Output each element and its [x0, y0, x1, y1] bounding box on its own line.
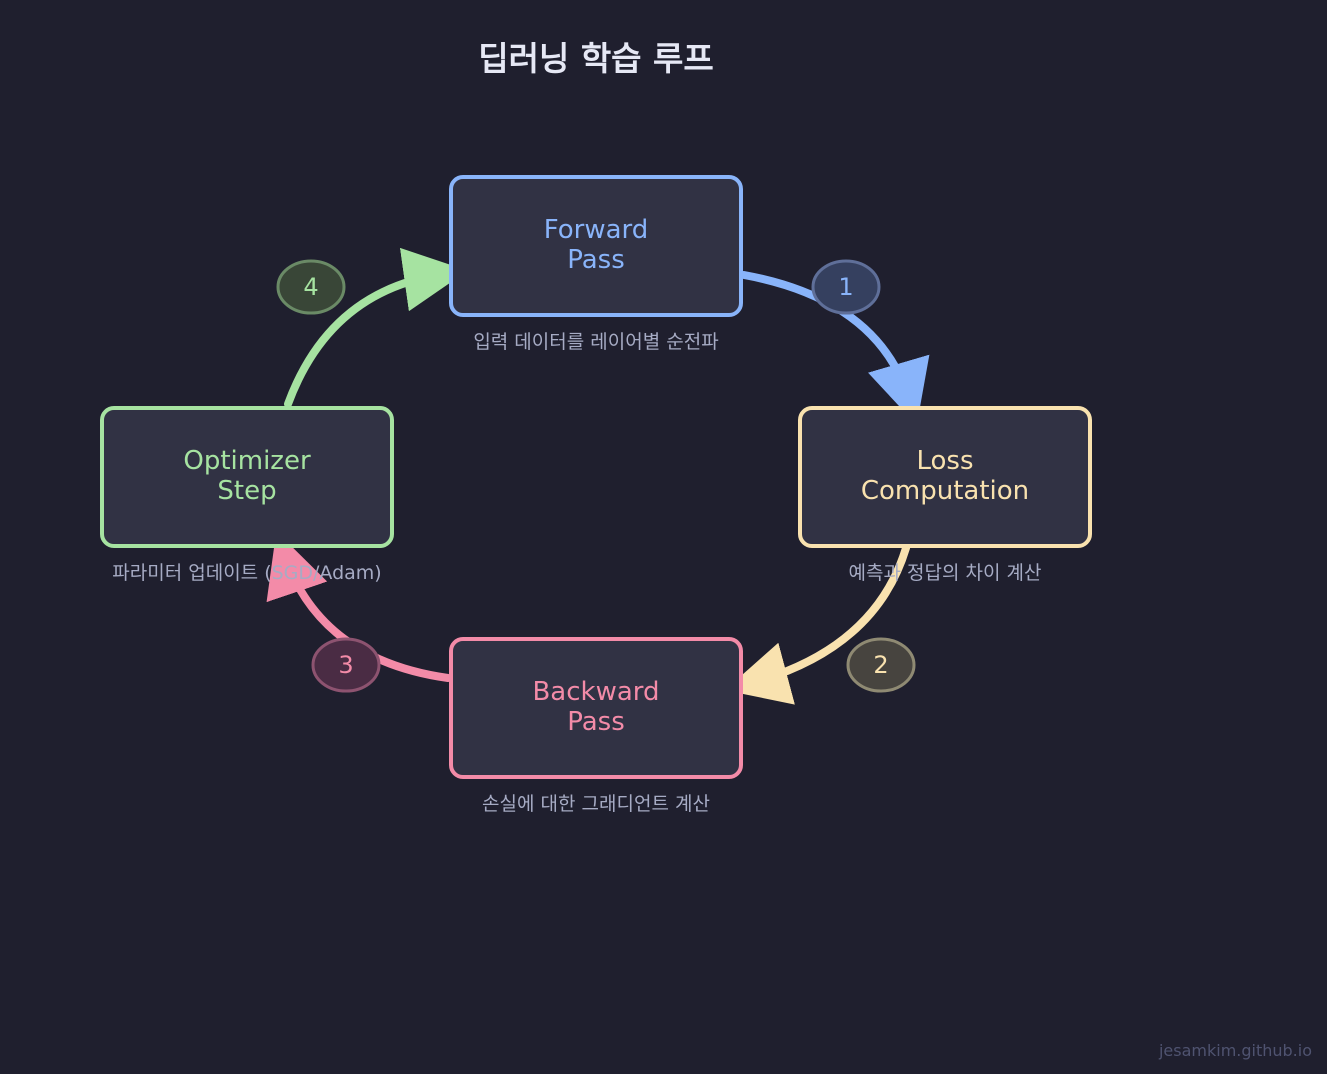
- node-forward-label-line1: Forward: [544, 215, 649, 245]
- arrow-optimizer-to-forward: [284, 247, 468, 408]
- node-loss-label-line1: Loss: [916, 446, 973, 476]
- arrow-forward-to-loss: [740, 271, 930, 426]
- node-optimizer-label-line1: Optimizer: [183, 446, 311, 476]
- node-loss-description: 예측과 정답의 차이 계산: [849, 562, 1042, 584]
- node-optimizer-description: 파라미터 업데이트 (SGD/Adam): [112, 562, 381, 584]
- node-forward-label-line2: Pass: [567, 245, 625, 275]
- node-optimizer-label-line2: Step: [217, 476, 276, 506]
- node-loss-label-line2: Computation: [861, 476, 1029, 506]
- node-forward-description: 입력 데이터를 레이어별 순전파: [473, 331, 718, 353]
- node-backward-description: 손실에 대한 그래디언트 계산: [482, 793, 710, 815]
- node-loss-computation: Loss Computation: [798, 406, 1092, 548]
- step-badge-2-number: 2: [873, 651, 888, 679]
- step-badge-3: 3: [311, 637, 381, 693]
- node-backward-pass: Backward Pass: [449, 637, 743, 779]
- step-badge-4-number: 4: [303, 273, 318, 301]
- step-badge-1-number: 1: [838, 273, 853, 301]
- node-forward-pass: Forward Pass: [449, 175, 743, 317]
- step-badge-1: 1: [811, 259, 881, 315]
- step-badge-4: 4: [276, 259, 346, 315]
- node-optimizer-step: Optimizer Step: [100, 406, 394, 548]
- node-backward-label-line2: Pass: [567, 707, 625, 737]
- step-badge-2: 2: [846, 637, 916, 693]
- step-badge-3-number: 3: [338, 651, 353, 679]
- arrow-loss-to-backward: [724, 544, 910, 705]
- diagram-title: 딥러닝 학습 루프: [478, 39, 714, 78]
- node-backward-label-line1: Backward: [532, 677, 659, 707]
- footer-watermark: jesamkim.github.io: [1158, 1041, 1312, 1060]
